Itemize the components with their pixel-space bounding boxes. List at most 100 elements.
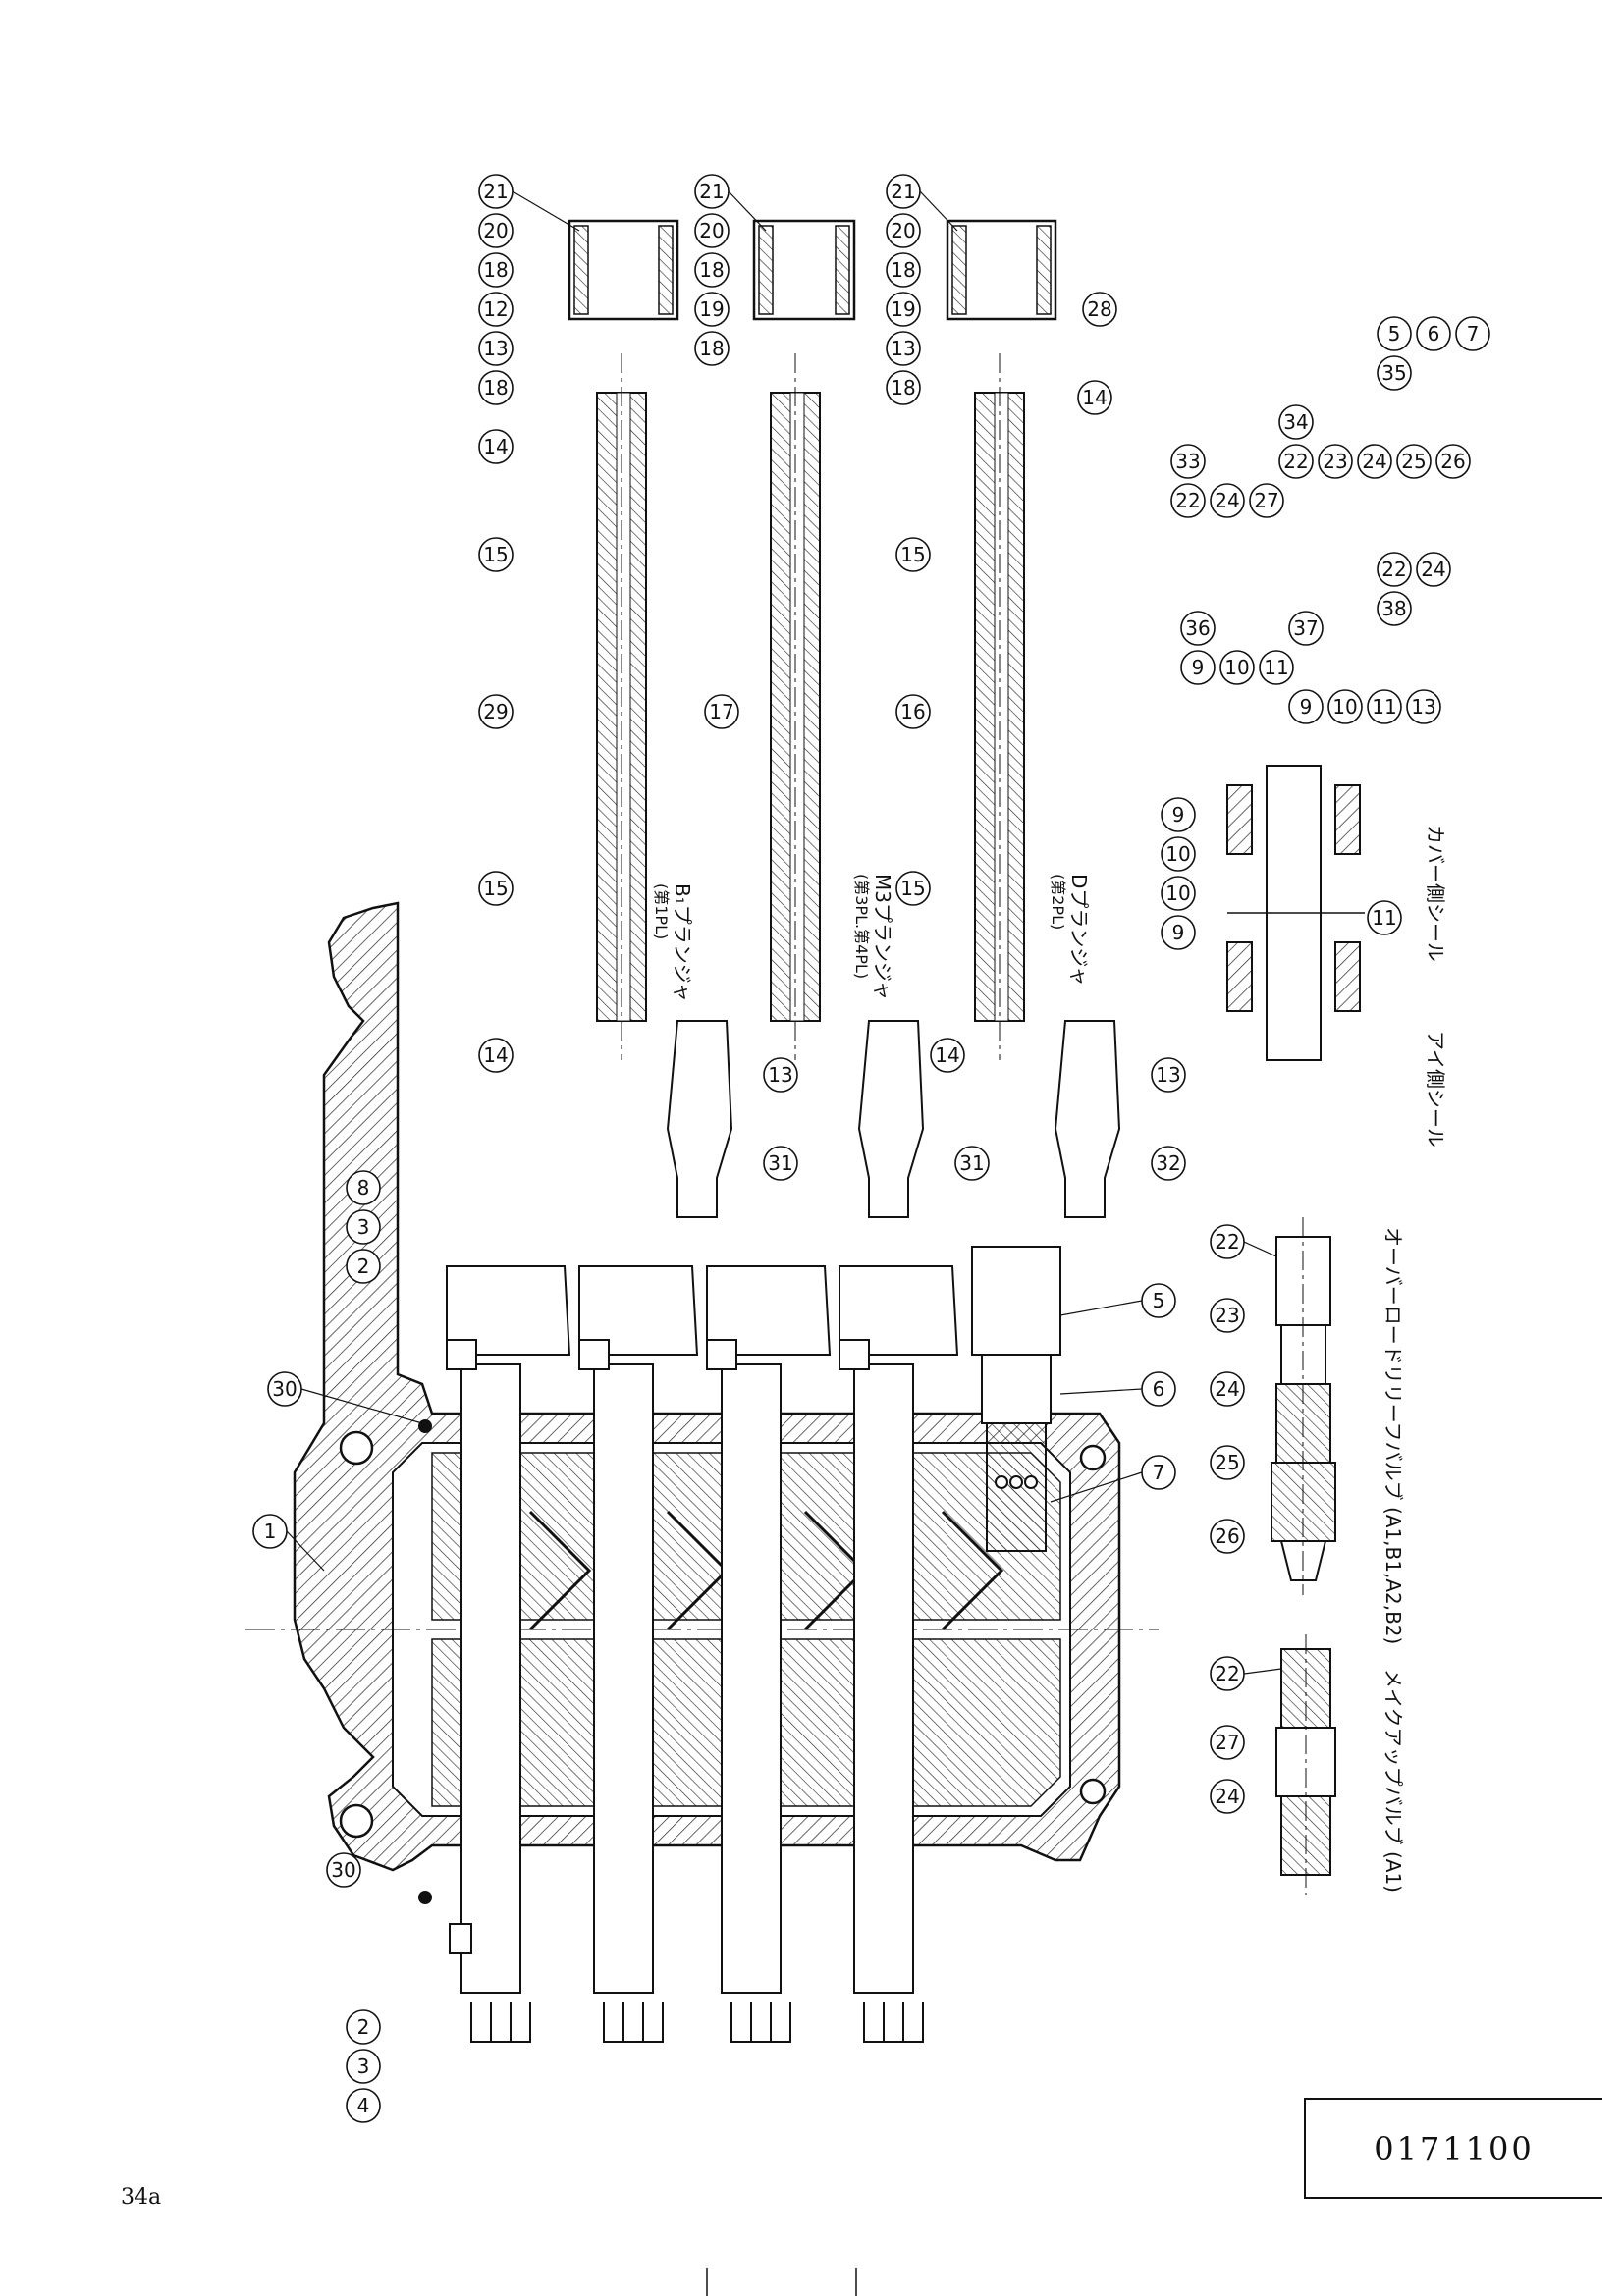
callout-20: 20 (483, 219, 508, 242)
callout-2b: 2 (357, 2015, 370, 2039)
callout-10b: 10 (1332, 695, 1357, 719)
callout-26b: 26 (1215, 1524, 1239, 1548)
page-number: 34a (121, 2185, 162, 2210)
callout-22a: 22 (1175, 489, 1200, 512)
callouts: 21 20 18 12 13 18 21 20 18 19 18 21 20 1… (252, 174, 1490, 2123)
callout-21c: 21 (891, 180, 915, 203)
callout-27b: 27 (1215, 1731, 1239, 1754)
callout-15d: 15 (900, 877, 925, 900)
callout-13c: 13 (768, 1063, 792, 1087)
callout-5b: 5 (1153, 1289, 1165, 1312)
callout-22b: 22 (1283, 450, 1308, 473)
callout-6a: 6 (1428, 322, 1440, 346)
label-plunger-m-note: (第3PL.第4PL) (852, 874, 871, 979)
cap-d (946, 219, 1057, 321)
callout-14b: 14 (483, 1043, 508, 1067)
plunger-d (974, 353, 1025, 1060)
callout-37: 37 (1293, 616, 1318, 640)
overload-relief-valve (1271, 1217, 1336, 1595)
callout-11c: 11 (1372, 906, 1396, 930)
callout-15c: 15 (900, 543, 925, 566)
callout-5a: 5 (1388, 322, 1401, 346)
callout-35: 35 (1381, 361, 1406, 385)
callout-17: 17 (709, 700, 733, 723)
rotated-labels: B₁プランジャ (第1PL) M3プランジャ (第3PL.第4PL) Dプランジ… (652, 825, 1447, 1893)
label-seal-cover: カバー側シール (1424, 825, 1447, 962)
callout-9a: 9 (1192, 656, 1205, 679)
callout-21: 21 (483, 180, 508, 203)
callout-7b: 7 (1153, 1461, 1165, 1484)
callout-31a: 31 (768, 1151, 792, 1175)
fork-ends (666, 1020, 1121, 1218)
callout-29: 29 (483, 700, 508, 723)
callout-21b: 21 (699, 180, 724, 203)
callout-25a: 25 (1401, 450, 1426, 473)
callout-24c: 24 (1421, 558, 1445, 581)
seal-detail (1226, 765, 1365, 1061)
callout-19a: 19 (699, 297, 724, 321)
callout-10a: 10 (1224, 656, 1249, 679)
callout-15b: 15 (483, 877, 508, 900)
callout-3a: 3 (357, 1215, 370, 1239)
callout-11b: 11 (1372, 695, 1396, 719)
callout-4: 4 (357, 2094, 370, 2117)
callout-22d: 22 (1215, 1230, 1239, 1254)
label-plunger-d-note: (第2PL) (1049, 874, 1067, 930)
callout-2a: 2 (357, 1255, 370, 1278)
callout-23b: 23 (1215, 1304, 1239, 1327)
callout-13d: 13 (1156, 1063, 1180, 1087)
callout-18f: 18 (891, 376, 915, 400)
callout-12: 12 (483, 297, 508, 321)
callout-16: 16 (900, 700, 925, 723)
plunger-m3 (770, 353, 821, 1060)
callout-26a: 26 (1440, 450, 1465, 473)
plunger-b1 (596, 353, 647, 1060)
callout-3b: 3 (357, 2055, 370, 2078)
callout-18c: 18 (699, 258, 724, 282)
leader-lines (286, 190, 1282, 1675)
cap-b1 (568, 219, 679, 321)
callout-10c: 10 (1165, 842, 1190, 866)
callout-25b: 25 (1215, 1451, 1239, 1474)
label-plunger-b-note: (第1PL) (652, 883, 671, 939)
callout-22e: 22 (1215, 1662, 1239, 1685)
callout-1: 1 (264, 1520, 277, 1543)
callout-13e: 13 (1411, 695, 1435, 719)
callout-14d: 14 (935, 1043, 959, 1067)
callout-24d: 24 (1215, 1377, 1239, 1401)
callout-32: 32 (1156, 1151, 1180, 1175)
callout-13b: 13 (891, 337, 915, 360)
drawing-number: 0171100 (1374, 2129, 1535, 2167)
callout-7a: 7 (1467, 322, 1480, 346)
callout-33: 33 (1175, 450, 1200, 473)
callout-11a: 11 (1264, 656, 1288, 679)
callout-13a: 13 (483, 337, 508, 360)
callout-18e: 18 (891, 258, 915, 282)
makeup-valve (1275, 1634, 1336, 1895)
callout-19b: 19 (891, 297, 915, 321)
label-plunger-b: B₁プランジャ (671, 883, 694, 1002)
drawing-number-box: 0171100 (1304, 2098, 1602, 2199)
label-plunger-d: Dプランジャ (1067, 874, 1091, 986)
callout-28: 28 (1087, 297, 1111, 321)
callout-8: 8 (357, 1176, 370, 1200)
callout-23a: 23 (1323, 450, 1347, 473)
callout-30b: 30 (331, 1858, 355, 1882)
callout-9b: 9 (1300, 695, 1313, 719)
callout-22c: 22 (1381, 558, 1406, 581)
callout-36: 36 (1185, 616, 1210, 640)
callout-38: 38 (1381, 597, 1406, 620)
callout-14c: 14 (1082, 386, 1107, 409)
label-plunger-m: M3プランジャ (871, 874, 894, 1000)
callout-34: 34 (1283, 410, 1308, 434)
callout-27a: 27 (1254, 489, 1278, 512)
valve-body-section (245, 901, 1159, 2043)
callout-24e: 24 (1215, 1785, 1239, 1808)
callout-9d: 9 (1172, 921, 1185, 944)
callout-20b: 20 (699, 219, 724, 242)
callout-15a: 15 (483, 543, 508, 566)
callout-18d: 18 (699, 337, 724, 360)
callout-30a: 30 (272, 1377, 297, 1401)
callout-24a: 24 (1215, 489, 1239, 512)
